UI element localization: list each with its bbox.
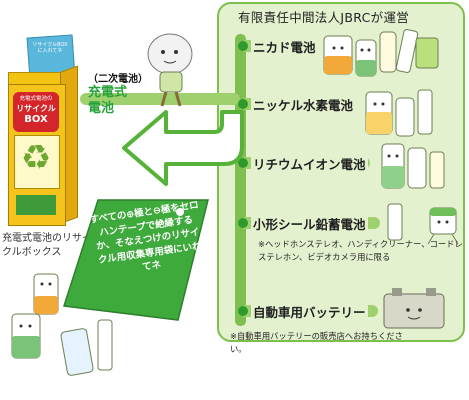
battery-label-car: 自動車用バッテリー	[251, 302, 368, 321]
nimh-batteries-illustration	[365, 89, 433, 137]
rechargeable-kind: （二次電池）	[88, 74, 148, 85]
lithium-batteries-illustration	[381, 143, 445, 189]
bullet-nicd	[238, 41, 248, 51]
pamphlet-text: リサイクルBOXに入れてネ	[32, 42, 68, 54]
box-label-big: BOX	[24, 114, 48, 125]
operator-title: 有限責任中間法人JBRCが運営	[238, 10, 410, 25]
bullet-nimh	[238, 99, 248, 109]
rechargeable-branch	[80, 93, 240, 105]
bullet-lithium	[238, 158, 248, 168]
bullet-sealed-lead	[238, 218, 248, 228]
loose-batteries-illustration	[11, 273, 113, 376]
sealed-lead-illustration	[387, 203, 459, 245]
battery-label-nimh: ニッケル水素電池	[251, 95, 356, 114]
bullet-car	[238, 306, 248, 316]
nicd-batteries-illustration	[323, 29, 439, 77]
battery-label-sealed-lead: 小形シール鉛蓄電池	[251, 214, 368, 233]
box-caption: 充電式電池のリサイクルボックス	[2, 233, 92, 258]
flow-arrow-to-box	[122, 110, 244, 186]
box-label-middle: リサイクル	[16, 104, 56, 113]
box-window	[14, 135, 60, 189]
box-base-panel	[16, 195, 56, 215]
battery-label-nicd: ニカド電池	[251, 37, 318, 56]
rechargeable-name: 充電式電池	[88, 85, 128, 116]
battery-mascot	[147, 33, 193, 107]
flow-trunk	[235, 34, 246, 326]
recycle-icon: ♻	[20, 138, 52, 178]
note-sealed-lead: ※ヘッドホンステレオ、ハンディクリーナー、コードレステレホン、ビデオカメラ用に限…	[258, 239, 463, 262]
box-label-panel: 充電式電池の リサイクル BOX	[13, 92, 59, 132]
instruction-tag	[63, 199, 209, 321]
car-battery-illustration	[383, 288, 445, 329]
note-car-battery: ※自動車用バッテリーの販売店へお持ちください。	[230, 331, 403, 354]
box-label-small: 充電式電池の	[19, 96, 53, 102]
battery-label-lithium: リチウムイオン電池	[251, 154, 368, 173]
